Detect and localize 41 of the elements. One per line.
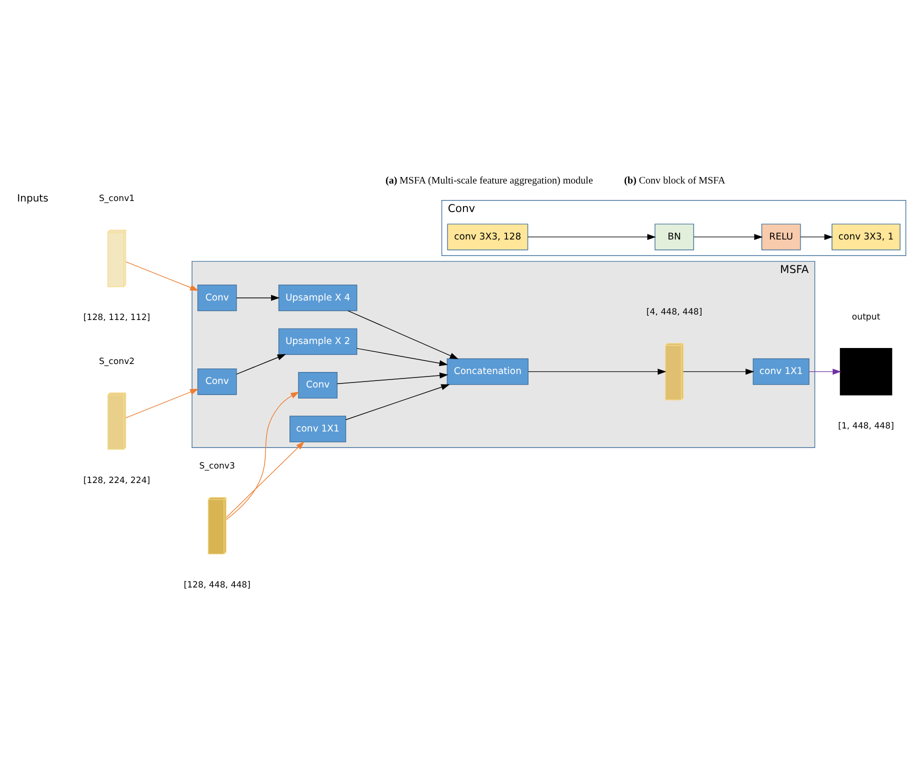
- arrow: [336, 372, 448, 384]
- arrow: [345, 384, 450, 420]
- node-label: [4, 448, 448]: [646, 307, 702, 318]
- node-box: RELU: [761, 224, 801, 250]
- arrow: [682, 368, 754, 375]
- arrow: [356, 348, 448, 366]
- arrow: [236, 354, 286, 375]
- node-label: [128, 448, 448]: [184, 580, 250, 590]
- arrow: [348, 310, 458, 360]
- node-box: conv 3X3, 128: [447, 224, 528, 250]
- node-label: output: [852, 312, 880, 322]
- node-box: Conv: [197, 284, 237, 312]
- node-label: [128, 224, 224]: [83, 476, 150, 486]
- arrow: [236, 294, 280, 301]
- node-label: [128, 112, 112]: [83, 313, 150, 324]
- node-box: Concatenation: [446, 358, 528, 385]
- node-box: Conv: [197, 368, 237, 395]
- node-box: Conv: [298, 372, 338, 399]
- node-box: conv 3X3, 1: [832, 224, 900, 250]
- node-box: Upsample X 4: [278, 284, 358, 312]
- node-box: [840, 348, 892, 396]
- node-box: conv 1X1: [290, 416, 346, 442]
- arrow: [800, 234, 833, 240]
- arrow: [126, 261, 199, 291]
- node-label: S_conv1: [98, 194, 135, 204]
- node-box: BN: [654, 224, 694, 250]
- label: Inputs: [17, 194, 48, 205]
- node-label: [1, 448, 448]: [838, 421, 894, 432]
- label: (b) Conv block of MSFA: [624, 176, 726, 187]
- arrow: [528, 368, 666, 375]
- arrow: [528, 234, 656, 240]
- node-box: Upsample X 2: [278, 328, 358, 355]
- node-label: S_conv3: [199, 461, 235, 472]
- arrow: [226, 392, 300, 520]
- arrow: [808, 368, 842, 375]
- label: (a) MSFA (Multi-scale feature aggregation) module: [386, 176, 593, 187]
- arrow: [694, 234, 763, 240]
- node-label: S_conv2: [98, 356, 135, 367]
- arrow: [126, 388, 199, 418]
- arrow: [226, 441, 304, 518]
- node-box: conv 1X1: [752, 358, 810, 385]
